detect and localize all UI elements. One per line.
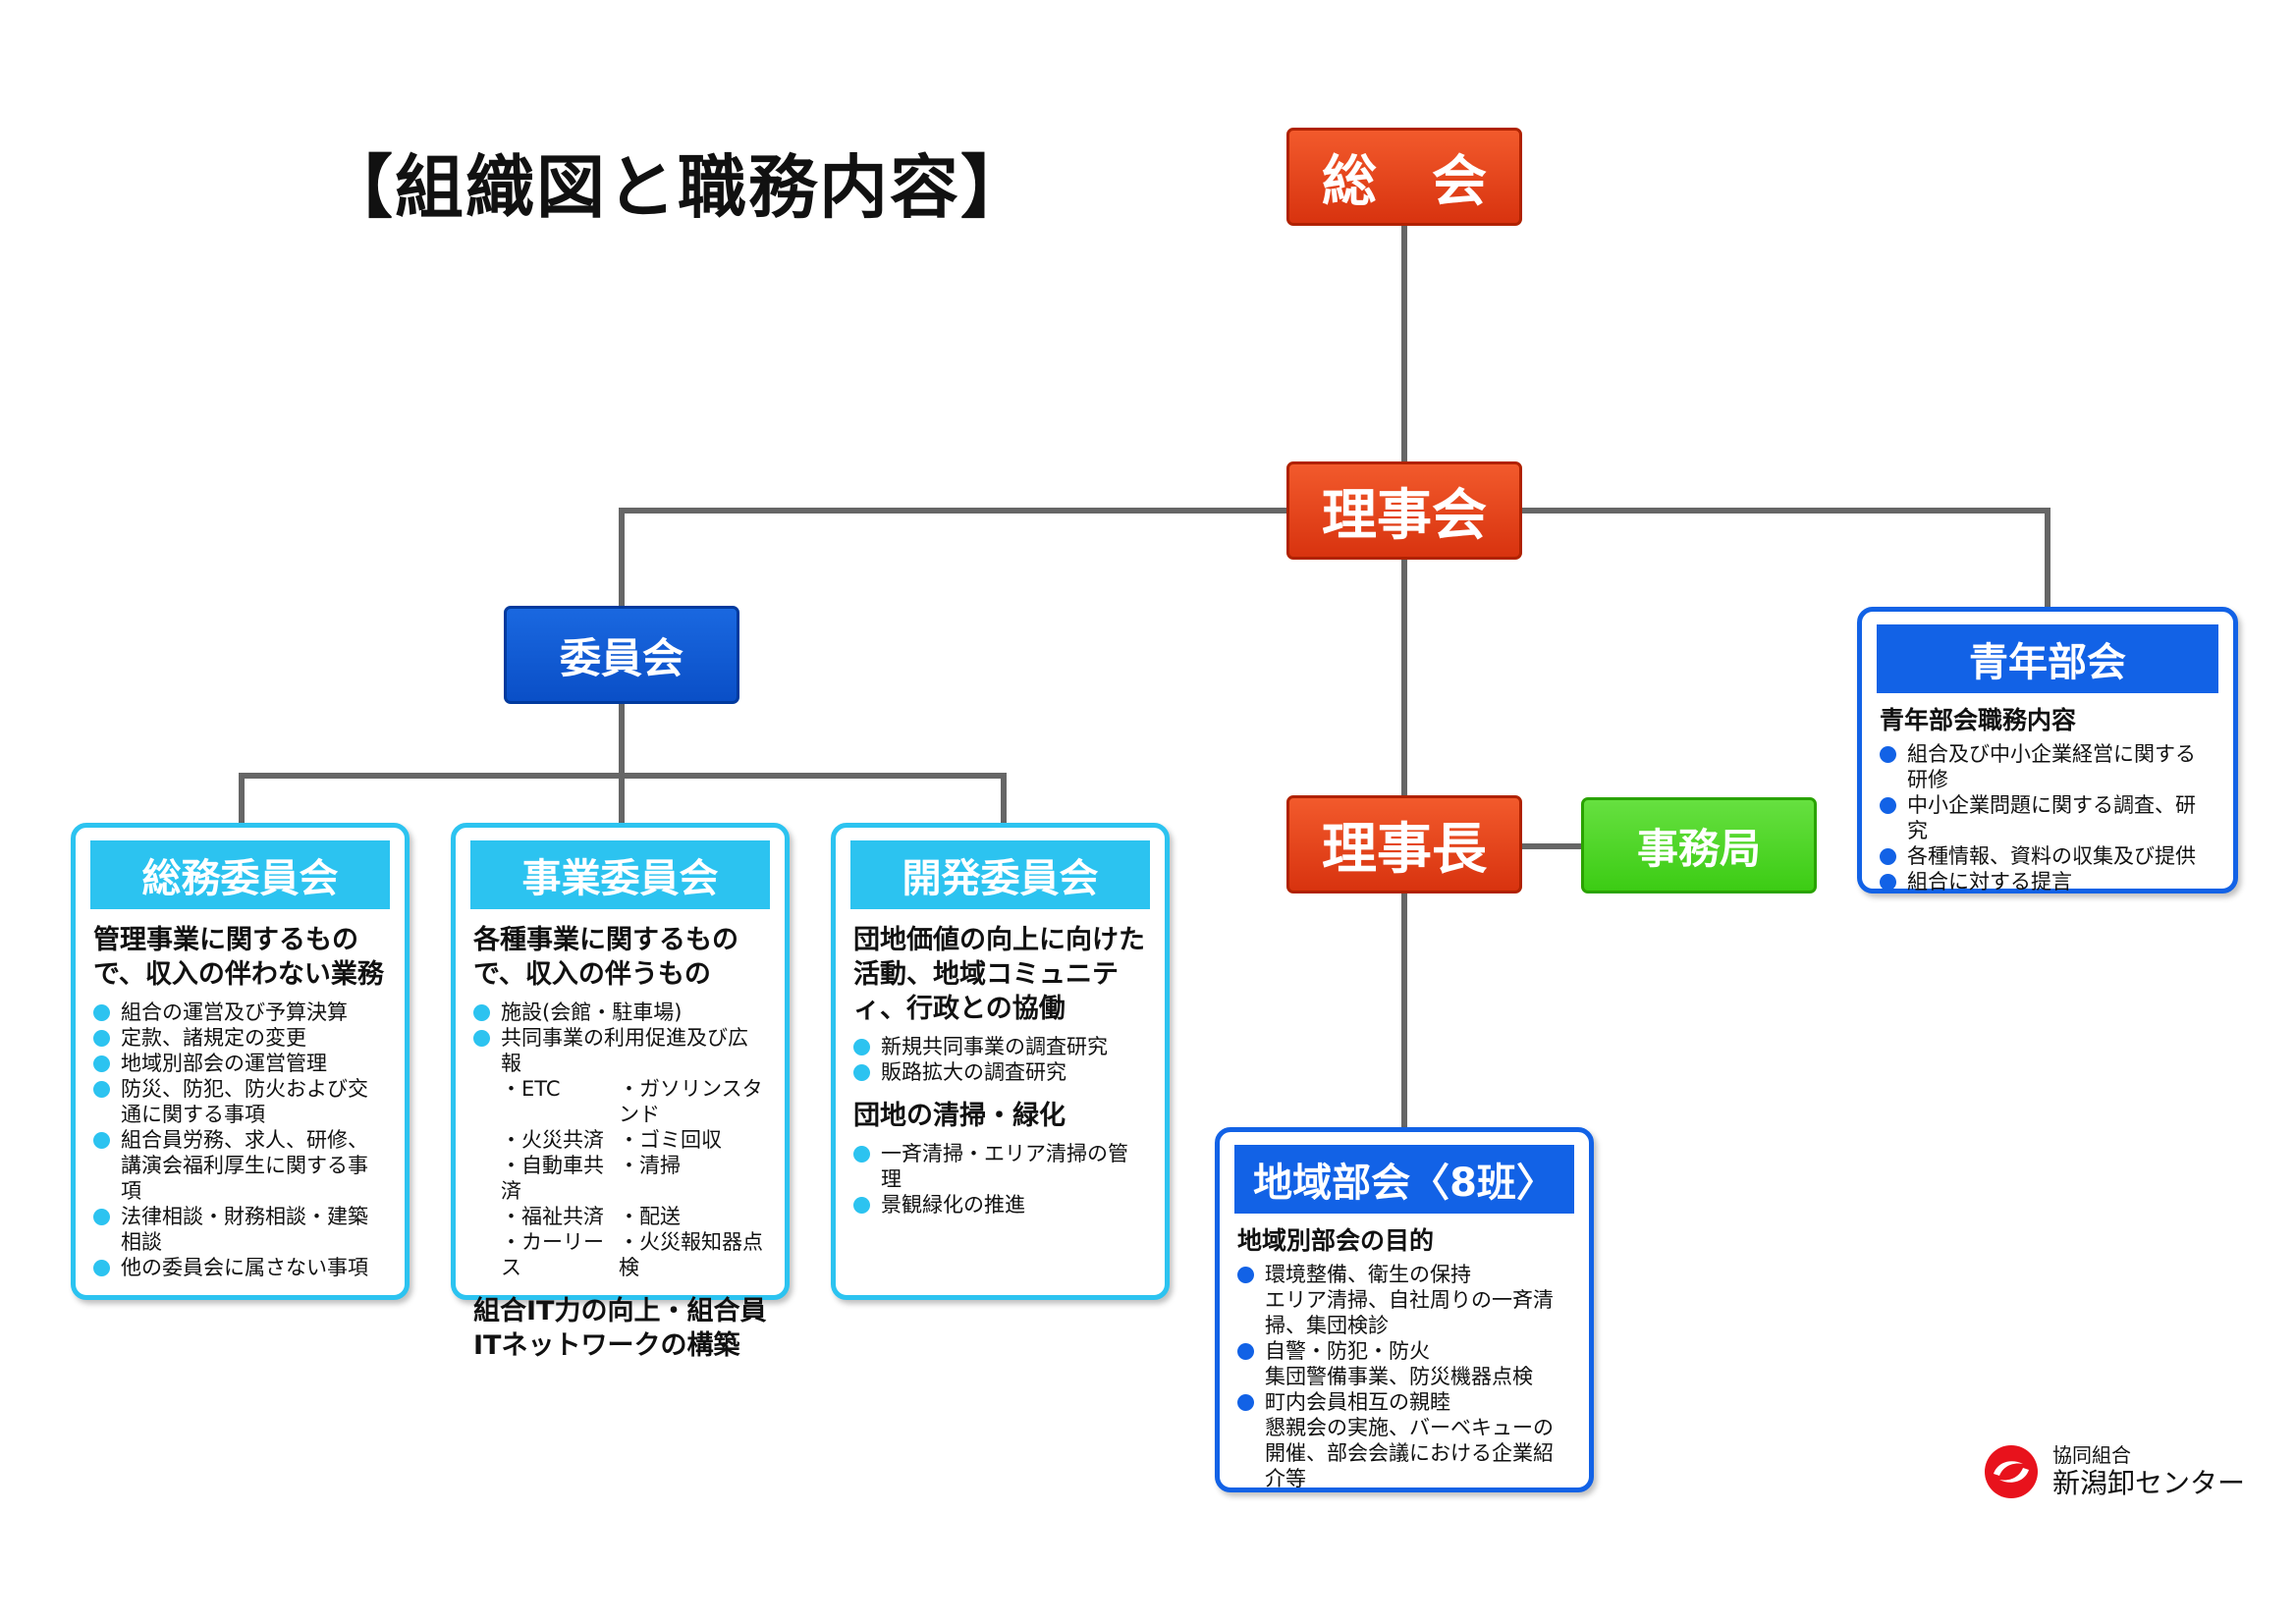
subitem: ・火災報知器点検 (619, 1230, 763, 1279)
list-item: 中小企業問題に関する調査、研究 (1880, 792, 2215, 843)
list-item-head: 自警・防犯・防火 (1265, 1339, 1430, 1363)
seinen-section-card: 青年部会 青年部会職務内容 組合及び中小企業経営に関する研修 中小企業問題に関す… (1857, 607, 2238, 893)
seinen-duty-list: 組合及び中小企業経営に関する研修 中小企業問題に関する調査、研究 各種情報、資料… (1880, 741, 2215, 894)
soumu-duty-list: 組合の運営及び予算決算 定款、諸規定の変更 地域別部会の運営管理 防災、防犯、防… (93, 1000, 387, 1280)
subitem: ・ETC (501, 1077, 561, 1101)
subitem: ・自動車共済 (501, 1154, 604, 1203)
kaihatsu-lead-2: 団地の清掃・緑化 (853, 1101, 1066, 1131)
seinen-section-title: 青年部会 (1877, 624, 2218, 693)
page-title: 【組織図と職務内容】 (324, 147, 1031, 228)
jigyou-lead-2: 組合IT力の向上・組合員ITネットワークの構築 (473, 1296, 767, 1361)
chiiki-section-title: 地域部会〈8班〉 (1234, 1145, 1574, 1214)
kaihatsu-duty-list: 新規共同事業の調査研究 販路拡大の調査研究 (853, 1034, 1147, 1085)
jigyou-lead: 各種事業に関するもので、収入の伴うもの (473, 925, 738, 990)
jimukyoku-node: 事務局 (1581, 797, 1817, 893)
list-item-detail: エリア清掃、自社周りの一斉清掃、集団検診 (1265, 1288, 1554, 1337)
jigyou-subitem-grid: ・ETC ・ガソリンスタンド ・火災共済 ・ゴミ回収 ・自動車共済 ・清掃 ・福… (473, 1076, 767, 1280)
subitem: ・福祉共済 (501, 1205, 604, 1228)
list-item: 施設(会館・駐車場) (473, 1000, 767, 1025)
list-item: 法律相談・財務相談・建築相談 (93, 1204, 387, 1255)
list-item: 一斉清掃・エリア清掃の管理 (853, 1141, 1147, 1192)
logo-mark-icon (1985, 1445, 2038, 1498)
soumu-committee-title: 総務委員会 (90, 840, 390, 909)
jigyou-duty-list: 施設(会館・駐車場) 共同事業の利用促進及び広報 (473, 1000, 767, 1076)
list-item: 共同事業の利用促進及び広報 (473, 1025, 767, 1076)
list-item-detail: 集団警備事業、防災機器点検 (1265, 1365, 1533, 1388)
soumu-committee-card: 総務委員会 管理事業に関するもので、収入の伴わない業務 組合の運営及び予算決算 … (71, 823, 410, 1300)
jigyou-committee-card: 事業委員会 各種事業に関するもので、収入の伴うもの 施設(会館・駐車場) 共同事… (451, 823, 790, 1361)
list-item: 防災、防犯、防火および交通に関する事項 (93, 1076, 387, 1127)
list-item-head: 環境整備、衛生の保持 (1265, 1263, 1471, 1286)
list-item-detail: 懇親会の実施、バーベキューの開催、部会会議における企業紹介等 (1265, 1416, 1554, 1490)
rijikai-node: 理事会 (1286, 461, 1522, 560)
subitem: ・火災共済 (501, 1128, 604, 1152)
soukai-node: 総 会 (1286, 128, 1522, 226)
subitem: ・ガソリンスタンド (619, 1077, 763, 1126)
list-item: 組合及び中小企業経営に関する研修 (1880, 741, 2215, 792)
kaihatsu-committee-card: 開発委員会 団地価値の向上に向けた活動、地域コミュニティ、行政との協働 新規共同… (831, 823, 1170, 1300)
kaihatsu-lead: 団地価値の向上に向けた活動、地域コミュニティ、行政との協働 (853, 925, 1145, 1024)
list-item: 地域別部会の運営管理 (93, 1051, 387, 1076)
list-item: 町内会員相互の親睦 懇親会の実施、バーベキューの開催、部会会議における企業紹介等 (1237, 1389, 1571, 1491)
kaihatsu-duty-list-2: 一斉清掃・エリア清掃の管理 景観緑化の推進 (853, 1141, 1147, 1217)
subitem: ・ゴミ回収 (619, 1128, 722, 1152)
organization-logo: 協同組合 新潟卸センター (1984, 1443, 2245, 1500)
seinen-lead: 青年部会職務内容 (1880, 706, 2077, 734)
subitem: ・清掃 (619, 1154, 681, 1177)
chiiki-purpose-list: 環境整備、衛生の保持 エリア清掃、自社周りの一斉清掃、集団検診 自警・防犯・防火… (1237, 1262, 1571, 1491)
iinkai-node: 委員会 (504, 606, 739, 704)
subitem: ・カーリース (501, 1230, 604, 1279)
list-item: 組合の運営及び予算決算 (93, 1000, 387, 1025)
list-item: 新規共同事業の調査研究 (853, 1034, 1147, 1059)
list-item: 自警・防犯・防火 集団警備事業、防災機器点検 (1237, 1338, 1571, 1389)
soumu-lead: 管理事業に関するもので、収入の伴わない業務 (93, 925, 384, 990)
subitem: ・配送 (619, 1205, 681, 1228)
list-item: 環境整備、衛生の保持 エリア清掃、自社周りの一斉清掃、集団検診 (1237, 1262, 1571, 1338)
list-item: 販路拡大の調査研究 (853, 1059, 1147, 1085)
list-item: 組合員労務、求人、研修、講演会福利厚生に関する事項 (93, 1127, 387, 1204)
jigyou-committee-title: 事業委員会 (470, 840, 770, 909)
logo-line-2: 新潟卸センター (2052, 1467, 2246, 1499)
kaihatsu-committee-title: 開発委員会 (850, 840, 1150, 909)
chiiki-lead: 地域別部会の目的 (1237, 1226, 1435, 1255)
list-item: 景観緑化の推進 (853, 1192, 1147, 1217)
chiiki-section-card: 地域部会〈8班〉 地域別部会の目的 環境整備、衛生の保持 エリア清掃、自社周りの… (1215, 1127, 1594, 1492)
list-item: 定款、諸規定の変更 (93, 1025, 387, 1051)
list-item: 他の委員会に属さない事項 (93, 1255, 387, 1280)
list-item: 組合に対する提言 (1880, 869, 2215, 894)
list-item: 各種情報、資料の収集及び提供 (1880, 843, 2215, 869)
logo-line-1: 協同組合 (2052, 1443, 2131, 1467)
rijicho-node: 理事長 (1286, 795, 1522, 893)
list-item-head: 町内会員相互の親睦 (1265, 1390, 1450, 1414)
